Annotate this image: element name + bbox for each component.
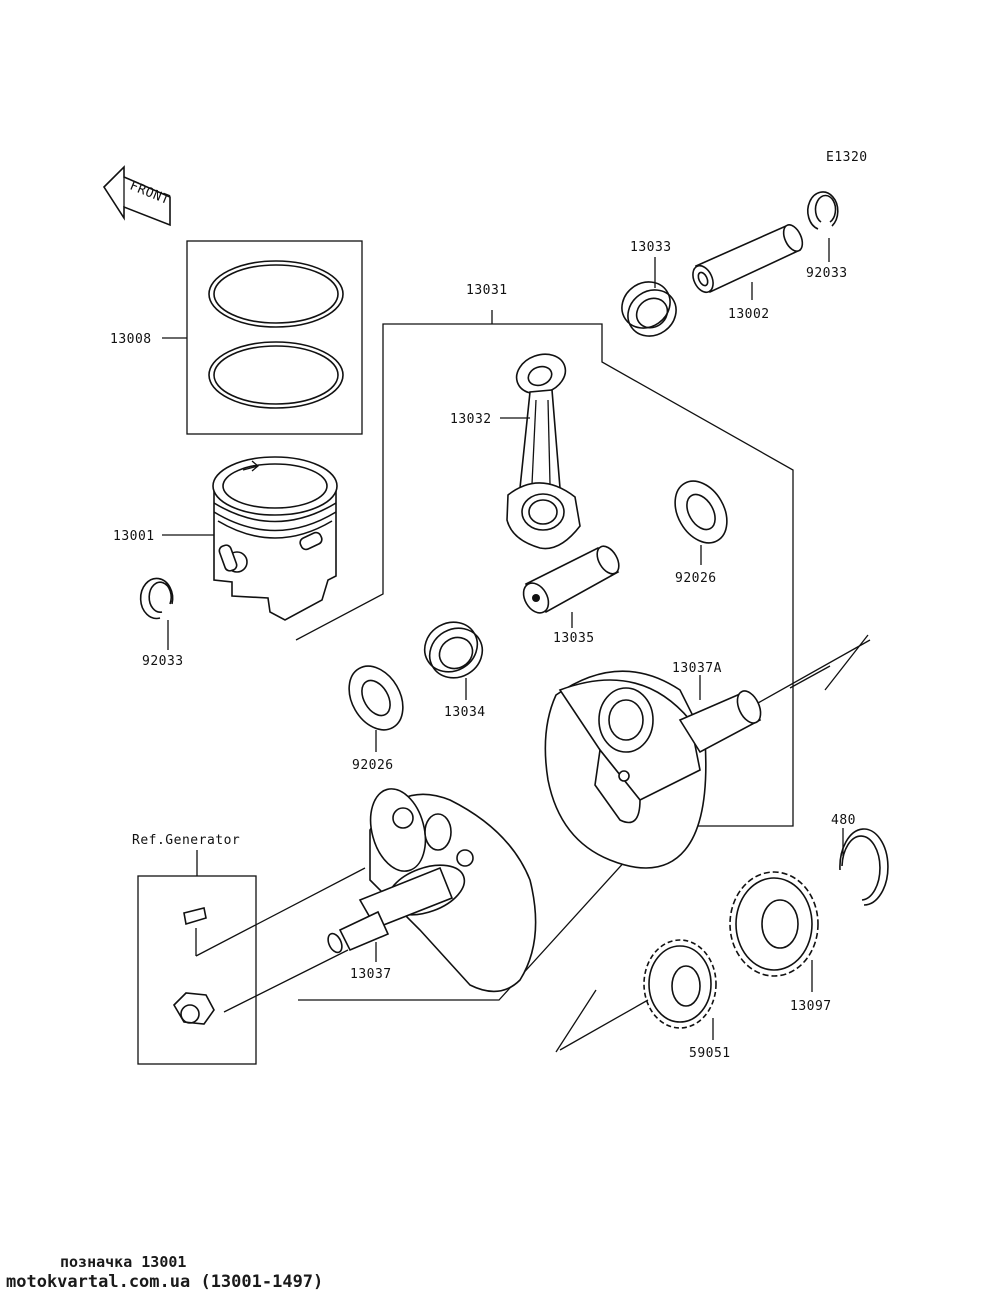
thrust-washer-right	[674, 480, 728, 544]
label-13033: 13033	[630, 240, 672, 255]
label-13037: 13037	[350, 967, 392, 982]
label-13037A: 13037A	[672, 661, 722, 676]
label-13097: 13097	[790, 999, 832, 1014]
diagram-code-label: E1320	[826, 150, 868, 165]
label-13032: 13032	[450, 412, 492, 427]
label-13035: 13035	[553, 631, 595, 646]
label-13001: 13001	[113, 529, 155, 544]
conrod-group-outline	[295, 310, 794, 1001]
label-59051: 59051	[689, 1046, 731, 1061]
site-watermark: motokvartal.com.ua (13001-1497)	[6, 1272, 324, 1292]
piston-rings	[162, 240, 363, 435]
thrust-washer-left	[348, 665, 404, 731]
label-92033-left: 92033	[142, 654, 184, 669]
crank-half-right	[544, 639, 871, 869]
ref-generator-box	[137, 850, 366, 1065]
connecting-rod	[506, 353, 581, 550]
label-92033-right: 92033	[806, 266, 848, 281]
circlip-left	[139, 577, 174, 650]
label-92026-left: 92026	[352, 758, 394, 773]
piston	[212, 456, 338, 621]
circlip-480	[839, 828, 889, 906]
label-13008: 13008	[110, 332, 152, 347]
label-480: 480	[831, 813, 856, 828]
label-92026-right: 92026	[675, 571, 717, 586]
front-arrow-icon: FRONT	[102, 165, 172, 227]
piston-pin	[692, 224, 804, 294]
label-13031: 13031	[466, 283, 508, 298]
circlip-right	[807, 191, 839, 262]
gear-13097	[729, 871, 819, 977]
needle-bearing-mid	[423, 621, 484, 679]
ref-generator-label: Ref.Generator	[132, 833, 240, 848]
label-13002: 13002	[728, 307, 770, 322]
label-13034: 13034	[444, 705, 486, 720]
crank-pin	[522, 545, 620, 614]
gear-59051	[555, 939, 717, 1053]
needle-bearing-top	[621, 281, 677, 337]
part-caption: позначка 13001	[60, 1253, 187, 1271]
crank-half-left	[327, 788, 537, 993]
